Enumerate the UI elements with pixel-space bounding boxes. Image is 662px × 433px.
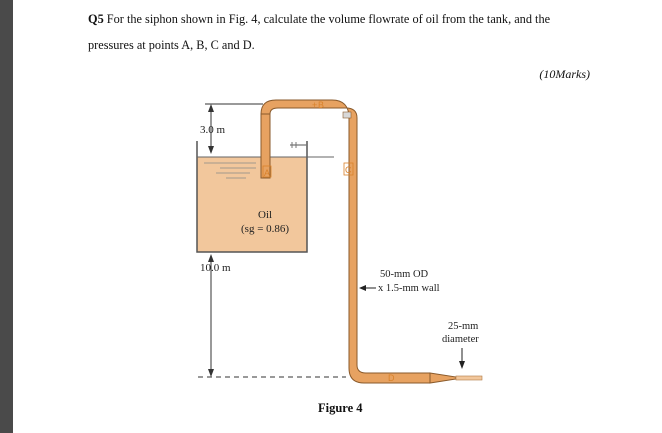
question-text-line-2: pressures at points A, B, C and D. (88, 38, 255, 52)
siphon-pipe (260, 99, 483, 384)
fluid-sg: (sg = 0.86) (241, 223, 289, 235)
point-c-label: C (345, 165, 352, 175)
point-d-label: D (388, 373, 395, 383)
dimension-3m (205, 103, 263, 154)
pipe-label-arrow (359, 285, 376, 291)
question-text-line-1: Q5 For the siphon shown in Fig. 4, calcu… (88, 12, 550, 27)
question-number: Q5 (88, 12, 104, 26)
free-surface-marks (204, 162, 256, 179)
nozzle-label-size: 25-mm (448, 321, 478, 332)
fluid-name: Oil (258, 209, 272, 221)
point-b-plus: + (312, 100, 317, 110)
marks-label: (10Marks) (539, 67, 590, 81)
dim-10m-label: 10.0 m (200, 262, 231, 274)
nozzle-label-arrow (459, 348, 465, 369)
oil-body (197, 157, 307, 252)
window-left-edge (0, 0, 13, 433)
question-line-1: For the siphon shown in Fig. 4, calculat… (106, 12, 551, 26)
figure-caption: Figure 4 (318, 401, 363, 415)
tank (196, 141, 334, 253)
nozzle-label-diameter: diameter (442, 334, 479, 345)
dim-3m-label: 3.0 m (200, 124, 226, 136)
dimension-10m (198, 254, 346, 378)
point-b-label: B (318, 100, 324, 110)
pipe-label-od: 50-mm OD (380, 269, 429, 280)
point-a-label: A (264, 168, 270, 178)
pipe-label-wall: x 1.5-mm wall (378, 283, 440, 294)
pipe-collar (342, 111, 352, 119)
